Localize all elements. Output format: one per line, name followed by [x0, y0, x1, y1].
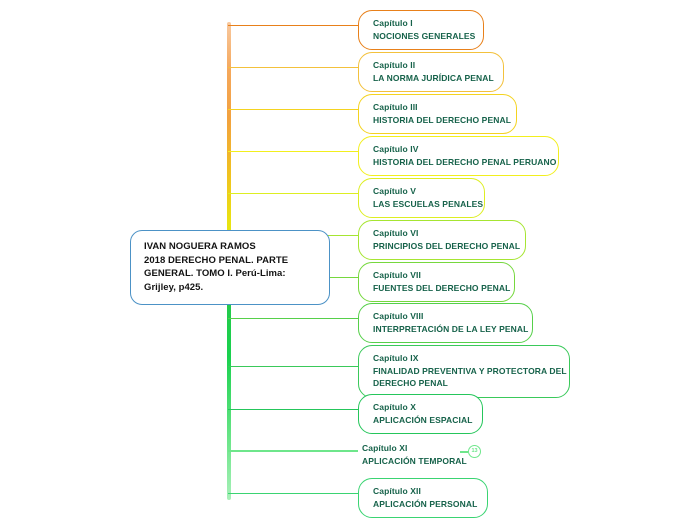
node-chapter-label: Capítulo VIII: [373, 311, 424, 321]
branch-connector-capitulo-x: [228, 408, 358, 410]
child-count-badge[interactable]: 13: [468, 445, 481, 458]
branch-connector-capitulo-ii: [228, 66, 358, 68]
node-chapter-label: Capítulo V: [373, 186, 417, 196]
node-capitulo-xii[interactable]: Capítulo XII APLICACIÓN PERSONAL: [358, 478, 488, 518]
node-title-label: APLICACIÓN TEMPORAL: [362, 455, 467, 466]
branch-connector-capitulo-ix: [228, 365, 358, 367]
node-capitulo-iii[interactable]: Capítulo III HISTORIA DEL DERECHO PENAL: [358, 94, 517, 134]
node-title-label: LA NORMA JURÍDICA PENAL: [373, 72, 494, 83]
node-title-label: APLICACIÓN PERSONAL: [373, 498, 478, 509]
branch-connector-capitulo-i: [228, 24, 358, 26]
node-capitulo-v[interactable]: Capítulo V LAS ESCUELAS PENALES: [358, 178, 485, 218]
node-capitulo-vii[interactable]: Capítulo VII FUENTES DEL DERECHO PENAL: [358, 262, 515, 302]
node-capitulo-xi[interactable]: Capítulo XI APLICACIÓN TEMPORAL: [358, 436, 470, 474]
root-node[interactable]: IVAN NOGUERA RAMOS 2018 DERECHO PENAL. P…: [130, 230, 330, 306]
node-chapter-label: Capítulo III: [373, 102, 418, 112]
root-line-3: GENERAL. TOMO I. Perú-Lima:: [144, 268, 286, 280]
node-chapter-label: Capítulo XII: [373, 486, 421, 496]
branch-connector-capitulo-xi: [228, 450, 358, 452]
node-title-label: HISTORIA DEL DERECHO PENAL: [373, 114, 511, 125]
branch-connector-capitulo-iv: [228, 150, 358, 152]
node-chapter-label: Capítulo IX: [373, 353, 419, 363]
node-chapter-label: Capítulo VII: [373, 270, 421, 280]
node-title-label: HISTORIA DEL DERECHO PENAL PERUANO: [373, 156, 557, 167]
root-line-1: IVAN NOGUERA RAMOS: [144, 241, 256, 252]
branch-connector-capitulo-xii: [228, 492, 358, 494]
node-capitulo-ix[interactable]: Capítulo IX FINALIDAD PREVENTIVA Y PROTEC…: [358, 345, 570, 398]
node-title-line-2: DERECHO PENAL: [373, 378, 448, 388]
node-title-label: FUENTES DEL DERECHO PENAL: [373, 282, 511, 293]
branch-connector-capitulo-viii: [228, 317, 358, 319]
node-title-label: INTERPRETACIÓN DE LA LEY PENAL: [373, 323, 529, 334]
node-capitulo-viii[interactable]: Capítulo VIII INTERPRETACIÓN DE LA LEY PE…: [358, 303, 533, 343]
node-title-label: NOCIONES GENERALES: [373, 30, 476, 41]
node-capitulo-x[interactable]: Capítulo X APLICACIÓN ESPACIAL: [358, 394, 483, 434]
node-chapter-label: Capítulo IV: [373, 144, 419, 154]
node-title-label: LAS ESCUELAS PENALES: [373, 198, 484, 209]
node-capitulo-vi[interactable]: Capítulo VI PRINCIPIOS DEL DERECHO PENAL: [358, 220, 526, 260]
node-capitulo-ii[interactable]: Capítulo II LA NORMA JURÍDICA PENAL: [358, 52, 504, 92]
node-title-line-1: FINALIDAD PREVENTIVA Y PROTECTORA DEL: [373, 365, 567, 376]
root-line-4: Grijley, p425.: [144, 281, 204, 293]
node-chapter-label: Capítulo I: [373, 18, 413, 28]
node-chapter-label: Capítulo X: [373, 402, 417, 412]
node-capitulo-i[interactable]: Capítulo I NOCIONES GENERALES: [358, 10, 484, 50]
node-chapter-label: Capítulo XI: [362, 443, 408, 453]
badge-stem: [460, 450, 468, 453]
collapse-badge-capitulo-xi[interactable]: 13: [460, 445, 481, 458]
branch-connector-capitulo-iii: [228, 108, 358, 110]
node-capitulo-iv[interactable]: Capítulo IV HISTORIA DEL DERECHO PENAL PE…: [358, 136, 559, 176]
node-chapter-label: Capítulo VI: [373, 228, 419, 238]
node-chapter-label: Capítulo II: [373, 60, 416, 70]
node-title-label: APLICACIÓN ESPACIAL: [373, 414, 473, 425]
node-title-label: PRINCIPIOS DEL DERECHO PENAL: [373, 240, 521, 251]
branch-connector-capitulo-v: [228, 192, 358, 194]
root-line-2: 2018 DERECHO PENAL. PARTE: [144, 254, 289, 266]
